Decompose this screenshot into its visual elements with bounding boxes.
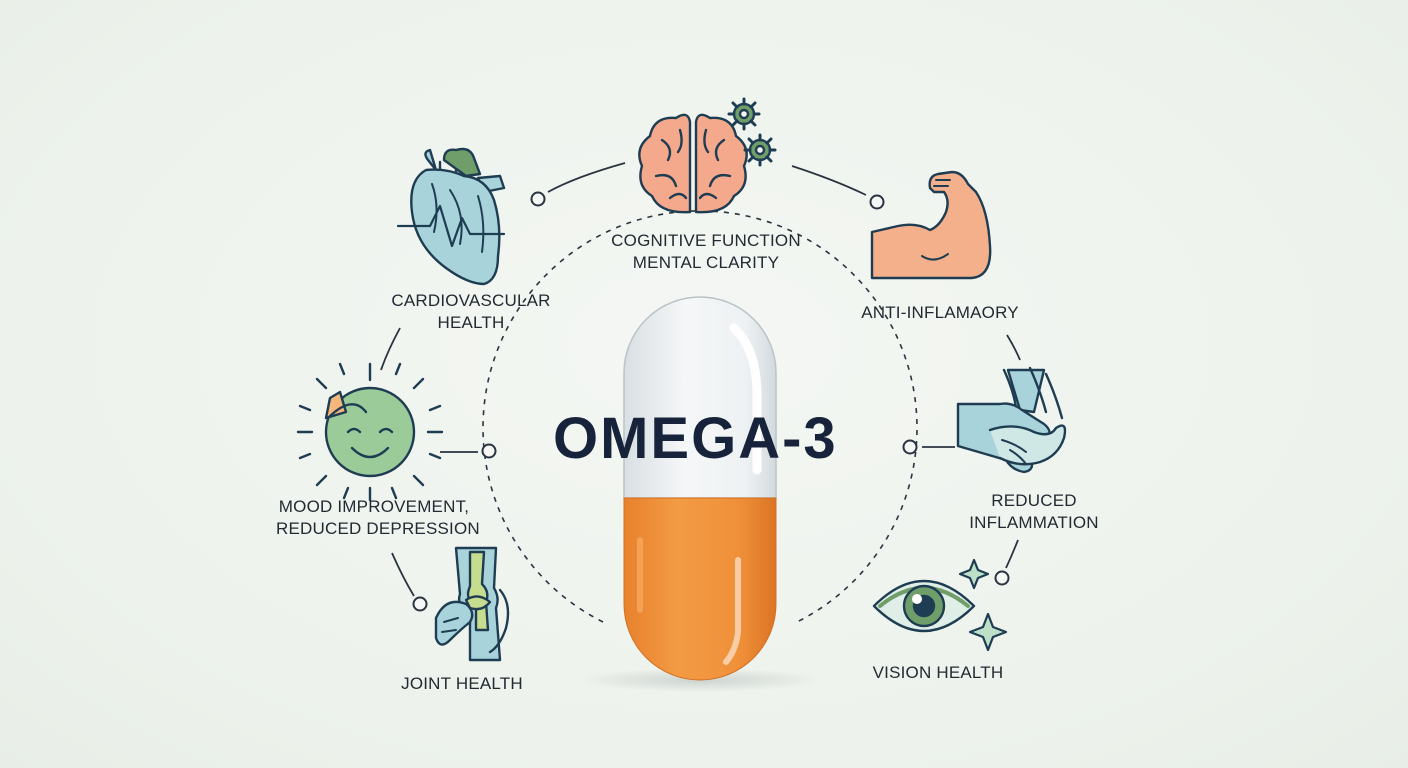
flexed-arm-icon xyxy=(870,170,992,280)
node-joint xyxy=(412,596,428,612)
smiling-sun-icon xyxy=(296,362,444,502)
reduced-inflammation-label: REDUCED INFLAMMATION xyxy=(969,491,1099,532)
cardiovascular-health-label: CARDIOVASCULAR HEALTH xyxy=(391,291,551,332)
connector-nodes xyxy=(412,191,1010,612)
omega3-title: OMEGA-3 xyxy=(553,406,838,471)
sparkle-icon xyxy=(958,558,1008,652)
node-arm xyxy=(869,194,885,210)
outer-connectors xyxy=(380,162,1021,597)
node-cardio xyxy=(530,191,546,207)
brain-gears-icon xyxy=(638,97,777,214)
heart-icon xyxy=(396,147,506,286)
knee-joint-icon xyxy=(434,546,510,662)
node-vision xyxy=(994,570,1010,586)
joint-health-label: JOINT HEALTH xyxy=(401,674,523,693)
anti-inflammatory-label: ANTI-INFLAMAORY xyxy=(861,303,1019,322)
mood-improvement-label: MOOD IMPROVEMENT, REDUCED DEPRESSION xyxy=(276,497,480,538)
node-mood xyxy=(481,443,497,459)
eye-icon xyxy=(872,579,976,633)
node-inflammation xyxy=(902,439,918,455)
omega3-capsule xyxy=(578,296,822,692)
vision-health-label: VISION HEALTH xyxy=(872,663,1004,682)
cognitive-function-label: COGNITIVE FUNCTION MENTAL CLARITY xyxy=(611,231,801,272)
holding-hands-icon xyxy=(956,366,1067,474)
